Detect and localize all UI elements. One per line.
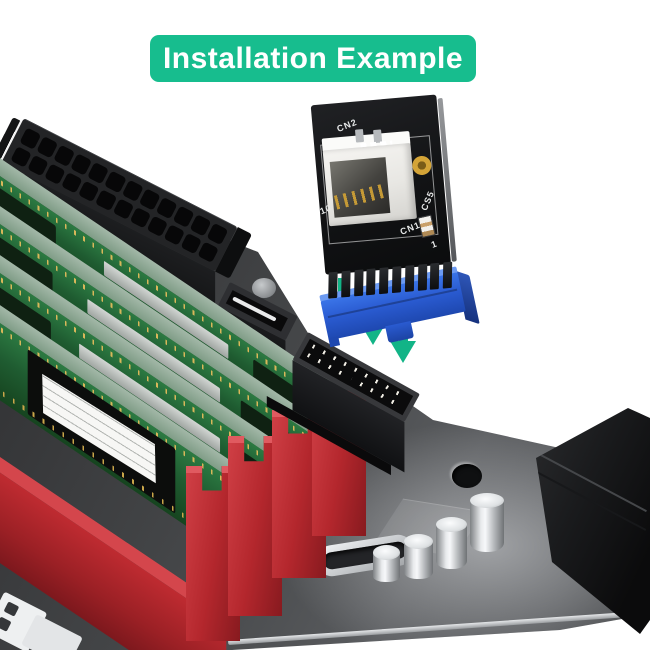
plug-step xyxy=(328,336,341,348)
capacitor xyxy=(436,517,467,569)
capacitor xyxy=(373,545,400,582)
small-capacitor xyxy=(252,278,276,298)
socket-metal-clip xyxy=(354,128,365,143)
mounting-hole xyxy=(452,464,482,488)
latch-arm xyxy=(228,436,244,443)
latch-arm xyxy=(186,466,202,473)
title-banner: Installation Example xyxy=(150,35,476,82)
capacitor xyxy=(470,493,504,552)
banner-title: Installation Example xyxy=(162,41,464,75)
usb3-header-adapter: CN2 10 CS5 CN1 1 xyxy=(304,84,485,348)
connector-hole xyxy=(3,601,20,617)
connector-hole xyxy=(0,616,12,632)
arrow-head xyxy=(390,341,416,363)
capacitor xyxy=(404,534,433,579)
